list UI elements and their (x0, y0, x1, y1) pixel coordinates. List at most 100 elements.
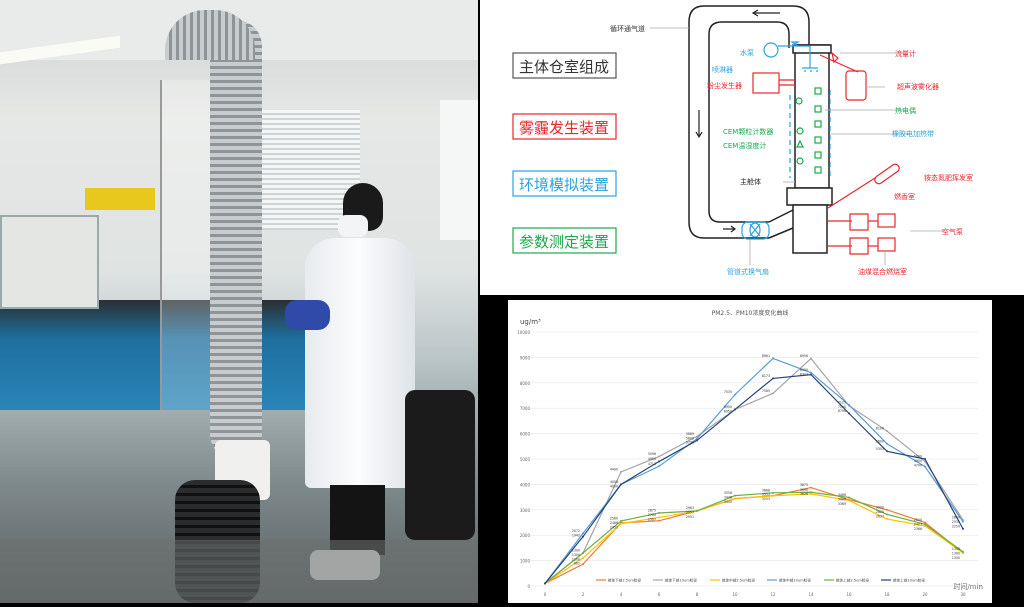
circulation-duct (688, 5, 810, 239)
data-label: 2452 (610, 525, 618, 529)
data-point (924, 523, 926, 526)
data-point (658, 455, 660, 458)
data-point (658, 465, 660, 468)
data-label: 1350 (952, 547, 960, 551)
data-label: 3690 (800, 488, 808, 492)
data-label: 1300 (952, 556, 960, 560)
label-fan: 管道式换气扇 (727, 267, 769, 276)
legend-environment-sim: 环境模拟装置 (512, 170, 617, 197)
data-label: 8961 (762, 354, 770, 358)
label-heater: 橡胶电加热带 (892, 129, 934, 138)
series-line (544, 491, 964, 584)
data-point (658, 516, 660, 519)
fume-hood (0, 215, 99, 309)
chair (405, 390, 475, 540)
data-label: 1300 (572, 553, 580, 557)
data-point (772, 392, 774, 395)
data-label: 3553 (762, 493, 770, 497)
x-tick-label: 0 (544, 592, 547, 597)
data-label: 2957 (686, 511, 694, 515)
y-tick-label: 9000 (520, 355, 531, 360)
label-ultrasonic: 超声波雾化器 (897, 82, 939, 91)
duct-fan-icon (741, 221, 770, 240)
data-point (582, 532, 584, 535)
label-hygrometer: CEM温湿度计 (723, 141, 766, 150)
data-label: 1300 (572, 548, 580, 552)
x-tick-label: 4 (620, 592, 623, 597)
data-point (734, 408, 736, 411)
data-point (810, 491, 812, 494)
data-point (886, 430, 888, 433)
label-incense: 燃香室 (894, 192, 915, 201)
data-label: 3486 (838, 493, 846, 497)
data-label: 3446 (724, 496, 732, 500)
arrow-left-icon (751, 9, 780, 17)
data-label: 3668 (762, 488, 770, 492)
data-point (658, 460, 660, 463)
data-point (962, 520, 964, 523)
x-tick-label: 30 (960, 592, 966, 597)
data-label: 4000 (610, 480, 618, 484)
data-point (620, 470, 622, 473)
data-point (848, 403, 850, 406)
series-line (544, 357, 964, 584)
data-label: 2820 (876, 510, 884, 514)
legend-entry: 舱体下部2.5um粒径 (608, 578, 641, 583)
lab-photo (0, 0, 478, 603)
data-point (772, 494, 774, 497)
face-mask (338, 215, 368, 237)
data-label: 4700 (914, 463, 922, 467)
data-label: 3400 (838, 497, 846, 501)
data-point (924, 521, 926, 524)
data-point (962, 550, 964, 553)
data-label: 2500 (914, 518, 922, 522)
legend-entry: 舱体中部10um粒径 (779, 578, 811, 583)
data-label: 5096 (648, 452, 656, 456)
data-point (772, 357, 774, 360)
data-label: 2560 (610, 516, 618, 520)
legend-label: 主体仓室组成 (519, 58, 609, 76)
data-label: 7129 (838, 400, 846, 404)
data-label: 8956 (800, 354, 808, 358)
data-label: 2637 (876, 515, 884, 519)
data-point (848, 496, 850, 499)
label-particle-counter: CEM颗粒计数器 (723, 127, 773, 136)
floor (0, 540, 478, 603)
data-label: 8323 (800, 373, 808, 377)
legend-entry: 舱体上部10um粒径 (893, 578, 925, 583)
legend-main-chamber: 主体仓室组成 (512, 52, 617, 79)
data-point (658, 519, 660, 522)
legend-entry: 舱体中部2.5um粒径 (722, 578, 755, 583)
data-label: 3369 (838, 502, 846, 506)
data-label: 2875 (648, 508, 656, 512)
y-tick-label: 6000 (520, 432, 531, 437)
data-label: 6100 (876, 427, 884, 431)
water-pump-icon (763, 41, 818, 72)
series-line (544, 493, 964, 584)
yellow-box (85, 188, 155, 210)
data-point (810, 373, 812, 376)
data-label: 6950 (724, 405, 732, 409)
data-label: 2951 (686, 515, 694, 519)
x-tick-label: 6 (658, 592, 661, 597)
data-label: 5303 (876, 447, 884, 451)
data-point (772, 377, 774, 380)
data-point (582, 535, 584, 538)
data-label: 2567 (648, 517, 656, 521)
data-point (734, 494, 736, 497)
data-point (582, 563, 584, 566)
x-tick-label: 12 (770, 592, 776, 597)
legend-entry: 舱体下部10um粒径 (665, 578, 697, 583)
data-label: 5600 (876, 439, 884, 443)
y-tick-label: 1000 (520, 559, 531, 564)
data-point (582, 551, 584, 554)
data-point (696, 435, 698, 438)
chamber-diagram: 主体仓室组成 雾霾发生装置 环境模拟装置 参数测定装置 (480, 0, 1024, 295)
flexible-duct-top (165, 10, 255, 60)
data-point (696, 509, 698, 512)
legend-measurement: 参数测定装置 (512, 227, 617, 254)
data-point (848, 499, 850, 502)
data-label: 3626 (800, 492, 808, 496)
data-point (810, 486, 812, 489)
